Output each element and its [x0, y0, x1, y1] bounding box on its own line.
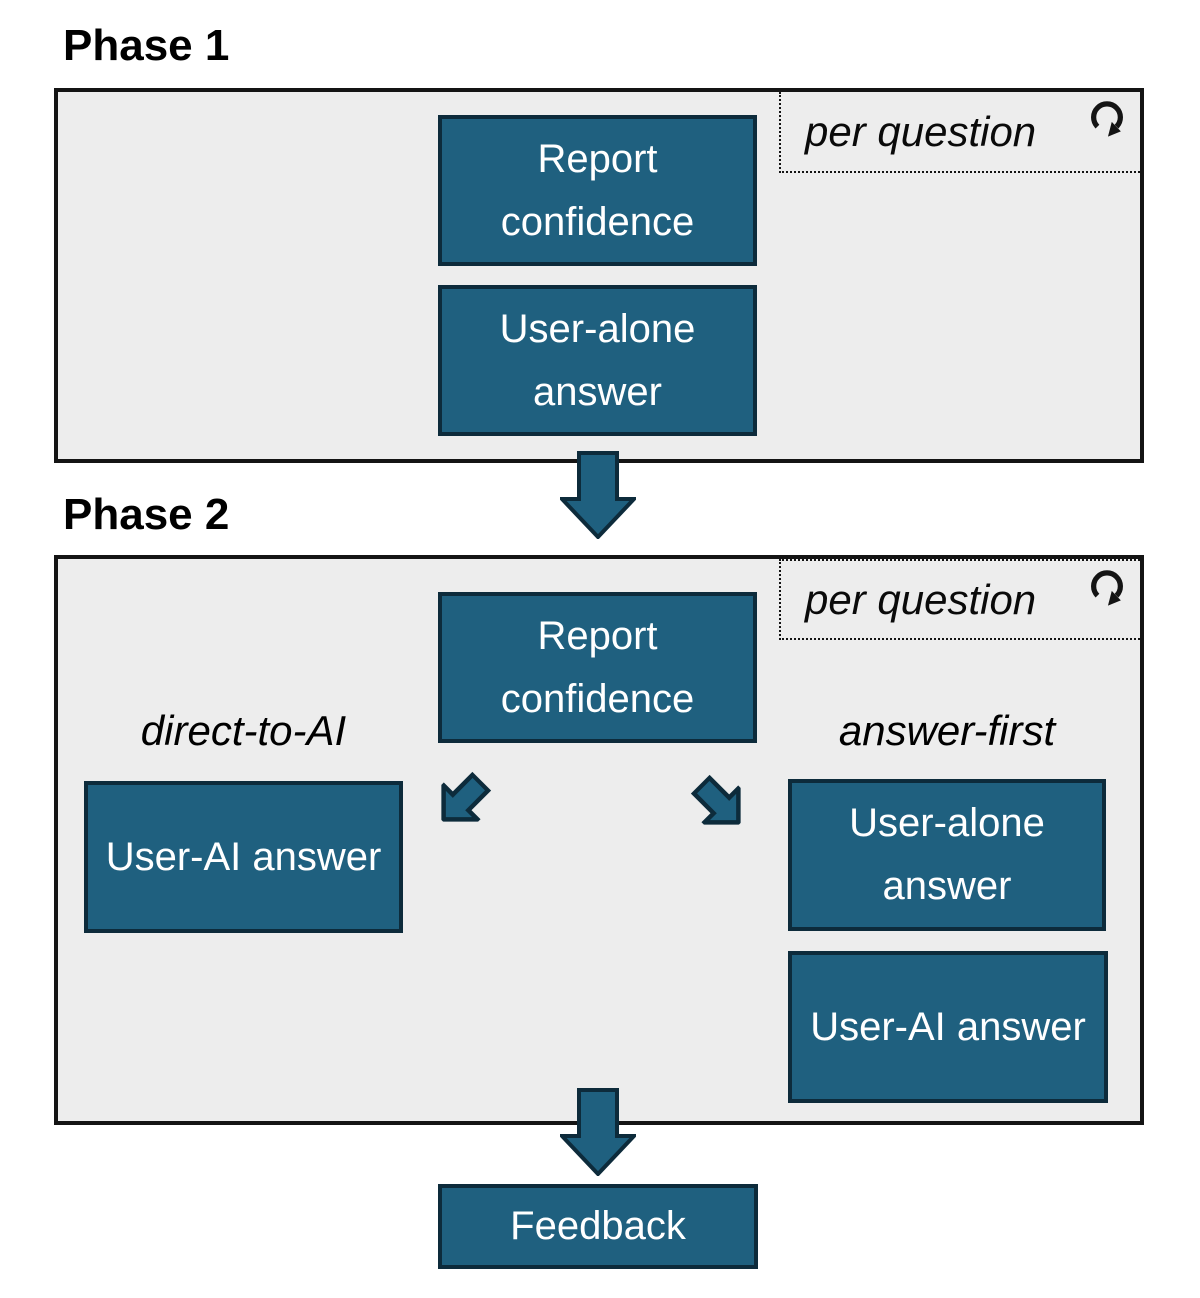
phase2-answer-first-user-ai-box: User-AI answer — [788, 951, 1108, 1103]
phase1-report-confidence-label: Report confidence — [500, 136, 695, 244]
phase2-title: Phase 2 — [63, 490, 230, 539]
phase1-per-question-label: per question — [805, 107, 1037, 155]
phase2-direct-user-ai-answer-label: User-AI answer — [105, 834, 382, 879]
answer-first-condition-label: answer-first — [838, 707, 1056, 754]
down-arrow-icon — [557, 1088, 639, 1177]
down-arrow-icon — [557, 451, 639, 540]
phase2-answer-first-user-alone-label: User-alone answer — [849, 801, 1045, 908]
phase2-report-confidence-box: Report confidence — [438, 592, 757, 743]
phase1-per-question-region: per question — [779, 92, 1140, 173]
down-left-arrow-icon — [424, 763, 500, 839]
phase2-answer-first-user-ai-label: User-AI answer — [810, 1004, 1086, 1049]
phase2-report-confidence-label: Report confidence — [500, 613, 695, 721]
phase2-per-question-region: per question — [779, 559, 1140, 640]
loop-arrow-icon — [1091, 101, 1123, 137]
phase2-answer-first-user-alone-box: User-alone answer — [788, 779, 1106, 931]
feedback-label: Feedback — [510, 1204, 686, 1248]
phase1-title: Phase 1 — [63, 21, 230, 70]
phase1-user-alone-answer-box: User-alone answer — [438, 285, 757, 436]
loop-arrow-icon — [1091, 570, 1123, 606]
down-right-arrow-icon — [682, 766, 758, 842]
direct-to-ai-condition-label: direct-to-AI — [140, 707, 347, 754]
phase1-user-alone-answer-label: User-alone answer — [499, 306, 696, 414]
phase1-report-confidence-box: Report confidence — [438, 115, 757, 266]
phase2-per-question-label: per question — [805, 575, 1037, 623]
feedback-box: Feedback — [438, 1184, 758, 1269]
phase2-direct-user-ai-answer-box: User-AI answer — [84, 781, 403, 933]
